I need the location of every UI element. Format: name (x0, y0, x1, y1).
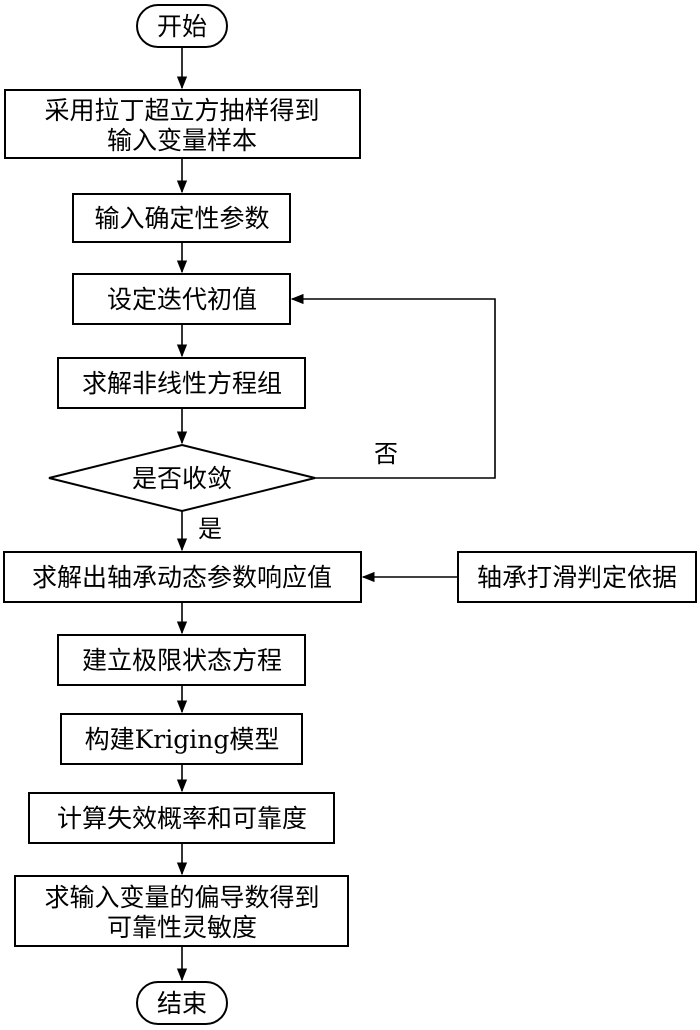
label-no: 否 (374, 440, 398, 468)
step-limit-state-label: 建立极限状态方程 (82, 646, 282, 675)
decision-diamond: 是否收敛 (48, 443, 316, 513)
step-kriging-box: 构建Kriging模型 (60, 713, 303, 765)
label-yes: 是 (198, 515, 222, 543)
step-input-label: 输入确定性参数 (94, 204, 269, 233)
step-init-label: 设定迭代初值 (107, 285, 257, 314)
step-sensitivity-box: 求输入变量的偏导数得到 可靠性灵敏度 (14, 875, 349, 947)
step-response-box: 求解出轴承动态参数响应值 (3, 551, 362, 603)
step-sensitivity-line1: 求输入变量的偏导数得到 (44, 883, 319, 912)
start-terminal: 开始 (136, 4, 228, 48)
step-solve-box: 求解非线性方程组 (57, 357, 306, 409)
step-failure-label: 计算失效概率和可靠度 (57, 804, 307, 833)
end-label: 结束 (157, 989, 207, 1018)
decision-label: 是否收敛 (132, 464, 232, 493)
step-lhs-line1: 采用拉丁超立方抽样得到 (44, 96, 319, 125)
step-init-box: 设定迭代初值 (72, 273, 291, 325)
step-input-box: 输入确定性参数 (72, 193, 291, 243)
side-criterion-label: 轴承打滑判定依据 (477, 563, 677, 592)
step-response-label: 求解出轴承动态参数响应值 (32, 563, 332, 592)
end-terminal: 结束 (136, 981, 228, 1025)
side-criterion-box: 轴承打滑判定依据 (457, 551, 697, 603)
step-lhs-line2: 输入变量样本 (107, 126, 257, 155)
step-solve-label: 求解非线性方程组 (82, 369, 282, 398)
step-limit-state-box: 建立极限状态方程 (57, 634, 306, 686)
step-failure-box: 计算失效概率和可靠度 (28, 792, 335, 844)
step-lhs-box: 采用拉丁超立方抽样得到 输入变量样本 (4, 89, 361, 159)
step-kriging-label: 构建Kriging模型 (85, 725, 280, 754)
step-sensitivity-line2: 可靠性灵敏度 (107, 913, 257, 942)
start-label: 开始 (157, 12, 207, 41)
arrow-no-loop (290, 293, 496, 479)
